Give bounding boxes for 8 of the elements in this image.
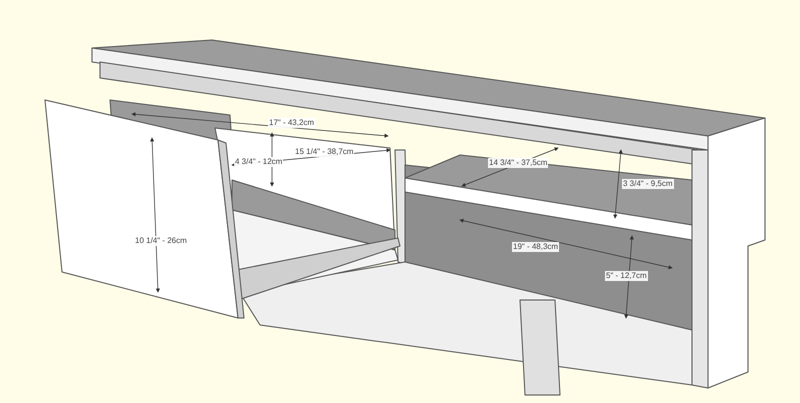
dimension-label: 5" - 12,7cm	[605, 271, 648, 281]
dimension-label: 3 3/4" - 9,5cm	[622, 179, 674, 189]
dimension-label: 19" - 48,3cm	[512, 242, 560, 252]
dimension-label: 15 1/4" - 38,7cm	[294, 147, 354, 157]
dimension-label: 17" - 43,2cm	[268, 118, 316, 128]
dimension-label: 4 3/4" - 12cm	[234, 157, 284, 167]
dimension-label: 14 3/4" - 37,5cm	[488, 158, 548, 168]
dimension-label: 10 1/4" - 26cm	[134, 236, 188, 246]
